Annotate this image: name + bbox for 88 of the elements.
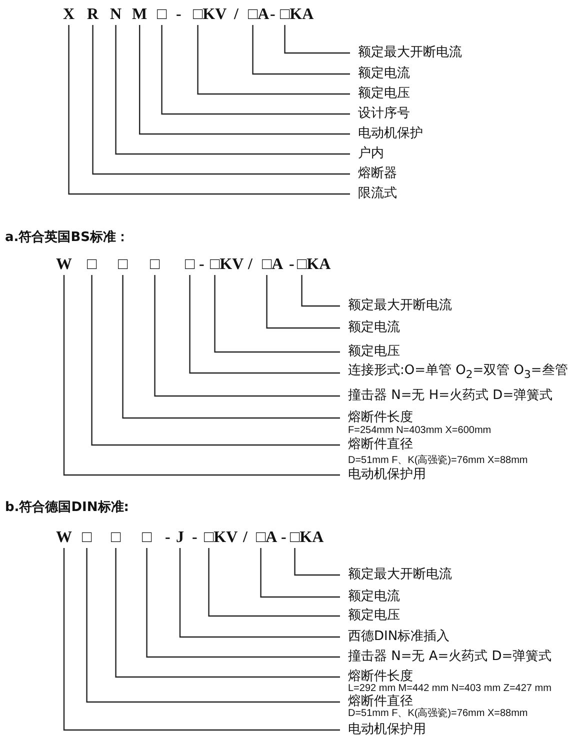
separator-mark: - [176,6,182,24]
code-letter: X [63,6,75,24]
code-letter: □ [111,529,121,547]
code-letter: □A [262,256,284,274]
size-note: D=51mm F、K(高强瓷)=76mm X=88mm [348,455,528,467]
leader-line [301,275,340,307]
description-label: 限流式 [350,186,397,202]
description-label: 熔断件直径 [340,437,413,453]
leader-line [208,548,340,617]
leader-line [63,548,340,731]
leader-line [154,275,340,397]
code-letter: □ [157,6,167,24]
leader-line [260,548,340,598]
description-label: 额定最大开断电流 [340,567,452,583]
leader-line [91,275,340,446]
leader-line [161,25,350,115]
leader-line [266,275,340,329]
code-letter: □KA [290,529,324,547]
leader-line [139,25,350,135]
code-letter: □ [118,256,128,274]
description-label: 撞击器 N=无 H=火药式 D=弹簧式 [340,388,553,404]
leader-line [214,275,340,353]
code-letter: N [110,6,122,24]
size-note: D=51mm F、K(高强瓷)=76mm X=88mm [348,708,528,720]
description-label: 额定电压 [340,608,400,624]
description-label: 撞击器 N=无 A=火药式 D=弹簧式 [340,649,552,665]
description-label: 熔断器 [350,166,397,182]
separator-mark: - [270,6,276,24]
description-label: 额定最大开断电流 [340,298,452,314]
code-letter: □KV [204,529,238,547]
code-letter: □ [87,256,97,274]
leader-line [252,25,350,75]
code-letter: □ [150,256,160,274]
separator-mark: - [281,529,286,547]
description-label: 额定电流 [340,320,400,336]
code-letter: □A [256,529,278,547]
description-label: 额定电压 [350,86,410,102]
leader-line [284,25,350,54]
leader-line [197,25,350,95]
separator-mark: / [248,256,252,274]
leader-line [115,25,350,155]
code-letter: M [132,6,148,24]
description-label: 额定电压 [340,344,400,360]
separator-mark: - [192,529,198,547]
leader-line [115,548,340,678]
leader-line [63,275,340,476]
description-label: 设计序号 [350,106,410,122]
code-letter: □A [248,6,270,24]
code-letter: W [56,256,72,274]
leader-line [179,548,340,638]
code-letter: □KV [193,6,227,24]
code-letter: R [87,6,99,24]
description-label: 电动机保护用 [340,722,426,738]
code-letter: □ [185,256,195,274]
leader-line [92,25,350,175]
code-letter: □KA [297,256,331,274]
code-letter: □KV [210,256,244,274]
description-label: 额定电流 [340,589,400,605]
code-letter: W [56,529,72,547]
size-note: F=254mm N=403mm X=600mm [348,425,492,437]
description-label: 西德DIN标准插入 [340,629,450,645]
description-label: 额定最大开断电流 [350,45,462,61]
description-label: 电动机保护 [350,126,423,142]
section-heading: b.符合德国DIN标准: [5,500,129,516]
description-label: 连接形式:O=单管 O$_{2}$=双管 O$_{3}$=叁管 [340,363,568,383]
code-letter: □ [82,529,92,547]
separator-mark: / [234,6,238,24]
size-note: L=292 mm M=442 mm N=403 mm Z=427 mm [348,683,552,694]
description-label: 熔断件长度 [340,669,413,685]
leader-line [146,548,340,658]
description-label: 户内 [350,146,384,162]
leader-line [294,548,340,576]
code-letter: J [176,529,184,547]
leader-line [86,548,340,703]
separator-mark: / [243,529,248,547]
section-heading: a.符合英国BS标准： [5,230,129,246]
description-label: 熔断件长度 [340,410,413,426]
code-letter: □KA [280,6,314,24]
code-letter: □ [142,529,152,547]
description-label: 额定电流 [350,66,410,82]
separator-mark: - [165,529,170,547]
separator-mark: - [289,256,294,274]
leader-line [189,275,340,374]
leader-line [68,25,350,195]
description-label: 熔断件直径 [340,694,413,710]
leader-line [122,275,340,419]
description-label: 电动机保护用 [340,467,426,483]
separator-mark: - [199,256,204,274]
